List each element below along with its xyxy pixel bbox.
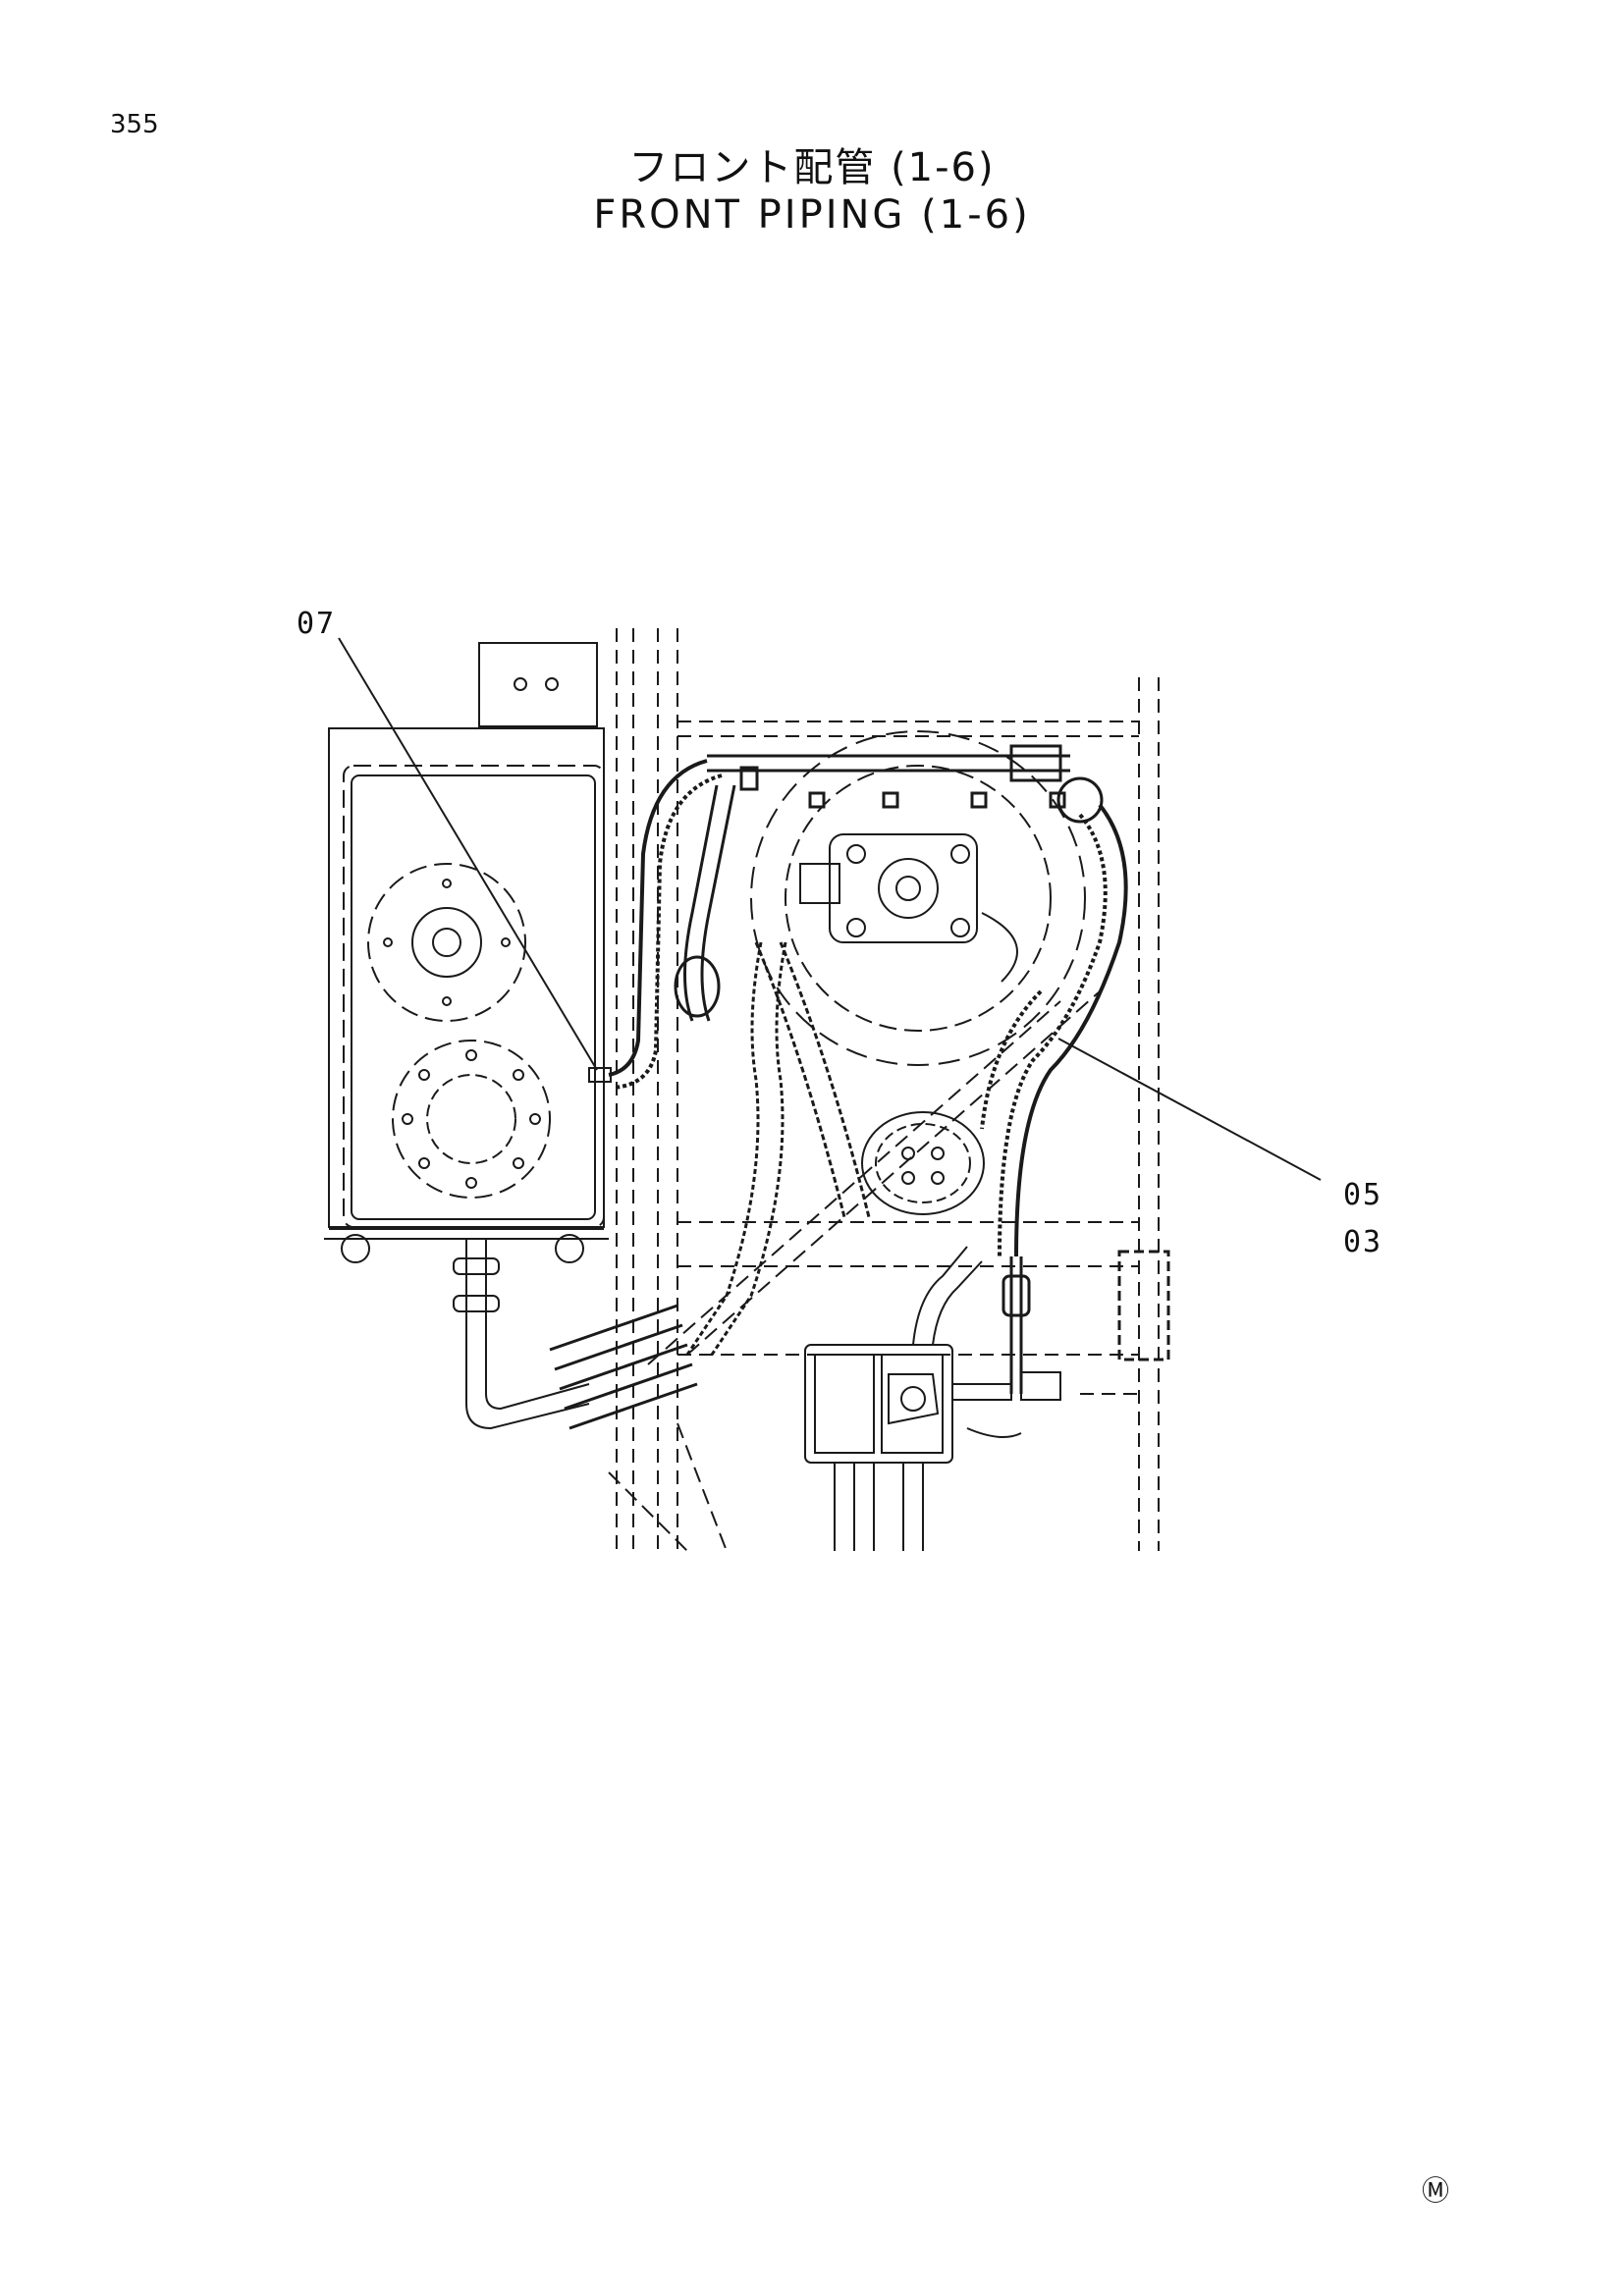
manufacturer-mark: Ⓜ bbox=[1422, 2174, 1450, 2207]
pilot-hoses bbox=[549, 1304, 698, 1430]
diagonal-lines bbox=[608, 990, 1101, 1552]
upper-manifold bbox=[707, 744, 1104, 824]
callout-03: 03 bbox=[1343, 1225, 1383, 1259]
middle-hoses bbox=[674, 784, 871, 1356]
valve-block bbox=[804, 1246, 1061, 1551]
swing-motor bbox=[750, 730, 1086, 1066]
top-bracket bbox=[478, 642, 598, 727]
right-hose bbox=[980, 803, 1128, 1257]
title-japanese: フロント配管 (1-6) bbox=[628, 145, 996, 190]
callout-05: 05 bbox=[1343, 1178, 1383, 1212]
frame-rails bbox=[616, 628, 1160, 1551]
left-hose bbox=[608, 759, 723, 1090]
page-number: 355 bbox=[110, 110, 159, 139]
fitting-07 bbox=[588, 1067, 612, 1083]
title-english: FRONT PIPING (1-6) bbox=[593, 192, 1031, 238]
callout-07: 07 bbox=[297, 607, 337, 641]
right-vertical-line bbox=[1001, 1250, 1170, 1394]
leader-lines bbox=[338, 637, 1322, 1181]
suction-pipe bbox=[453, 1239, 590, 1430]
center-joint bbox=[861, 1111, 985, 1215]
hydraulic-tank bbox=[324, 727, 609, 1263]
